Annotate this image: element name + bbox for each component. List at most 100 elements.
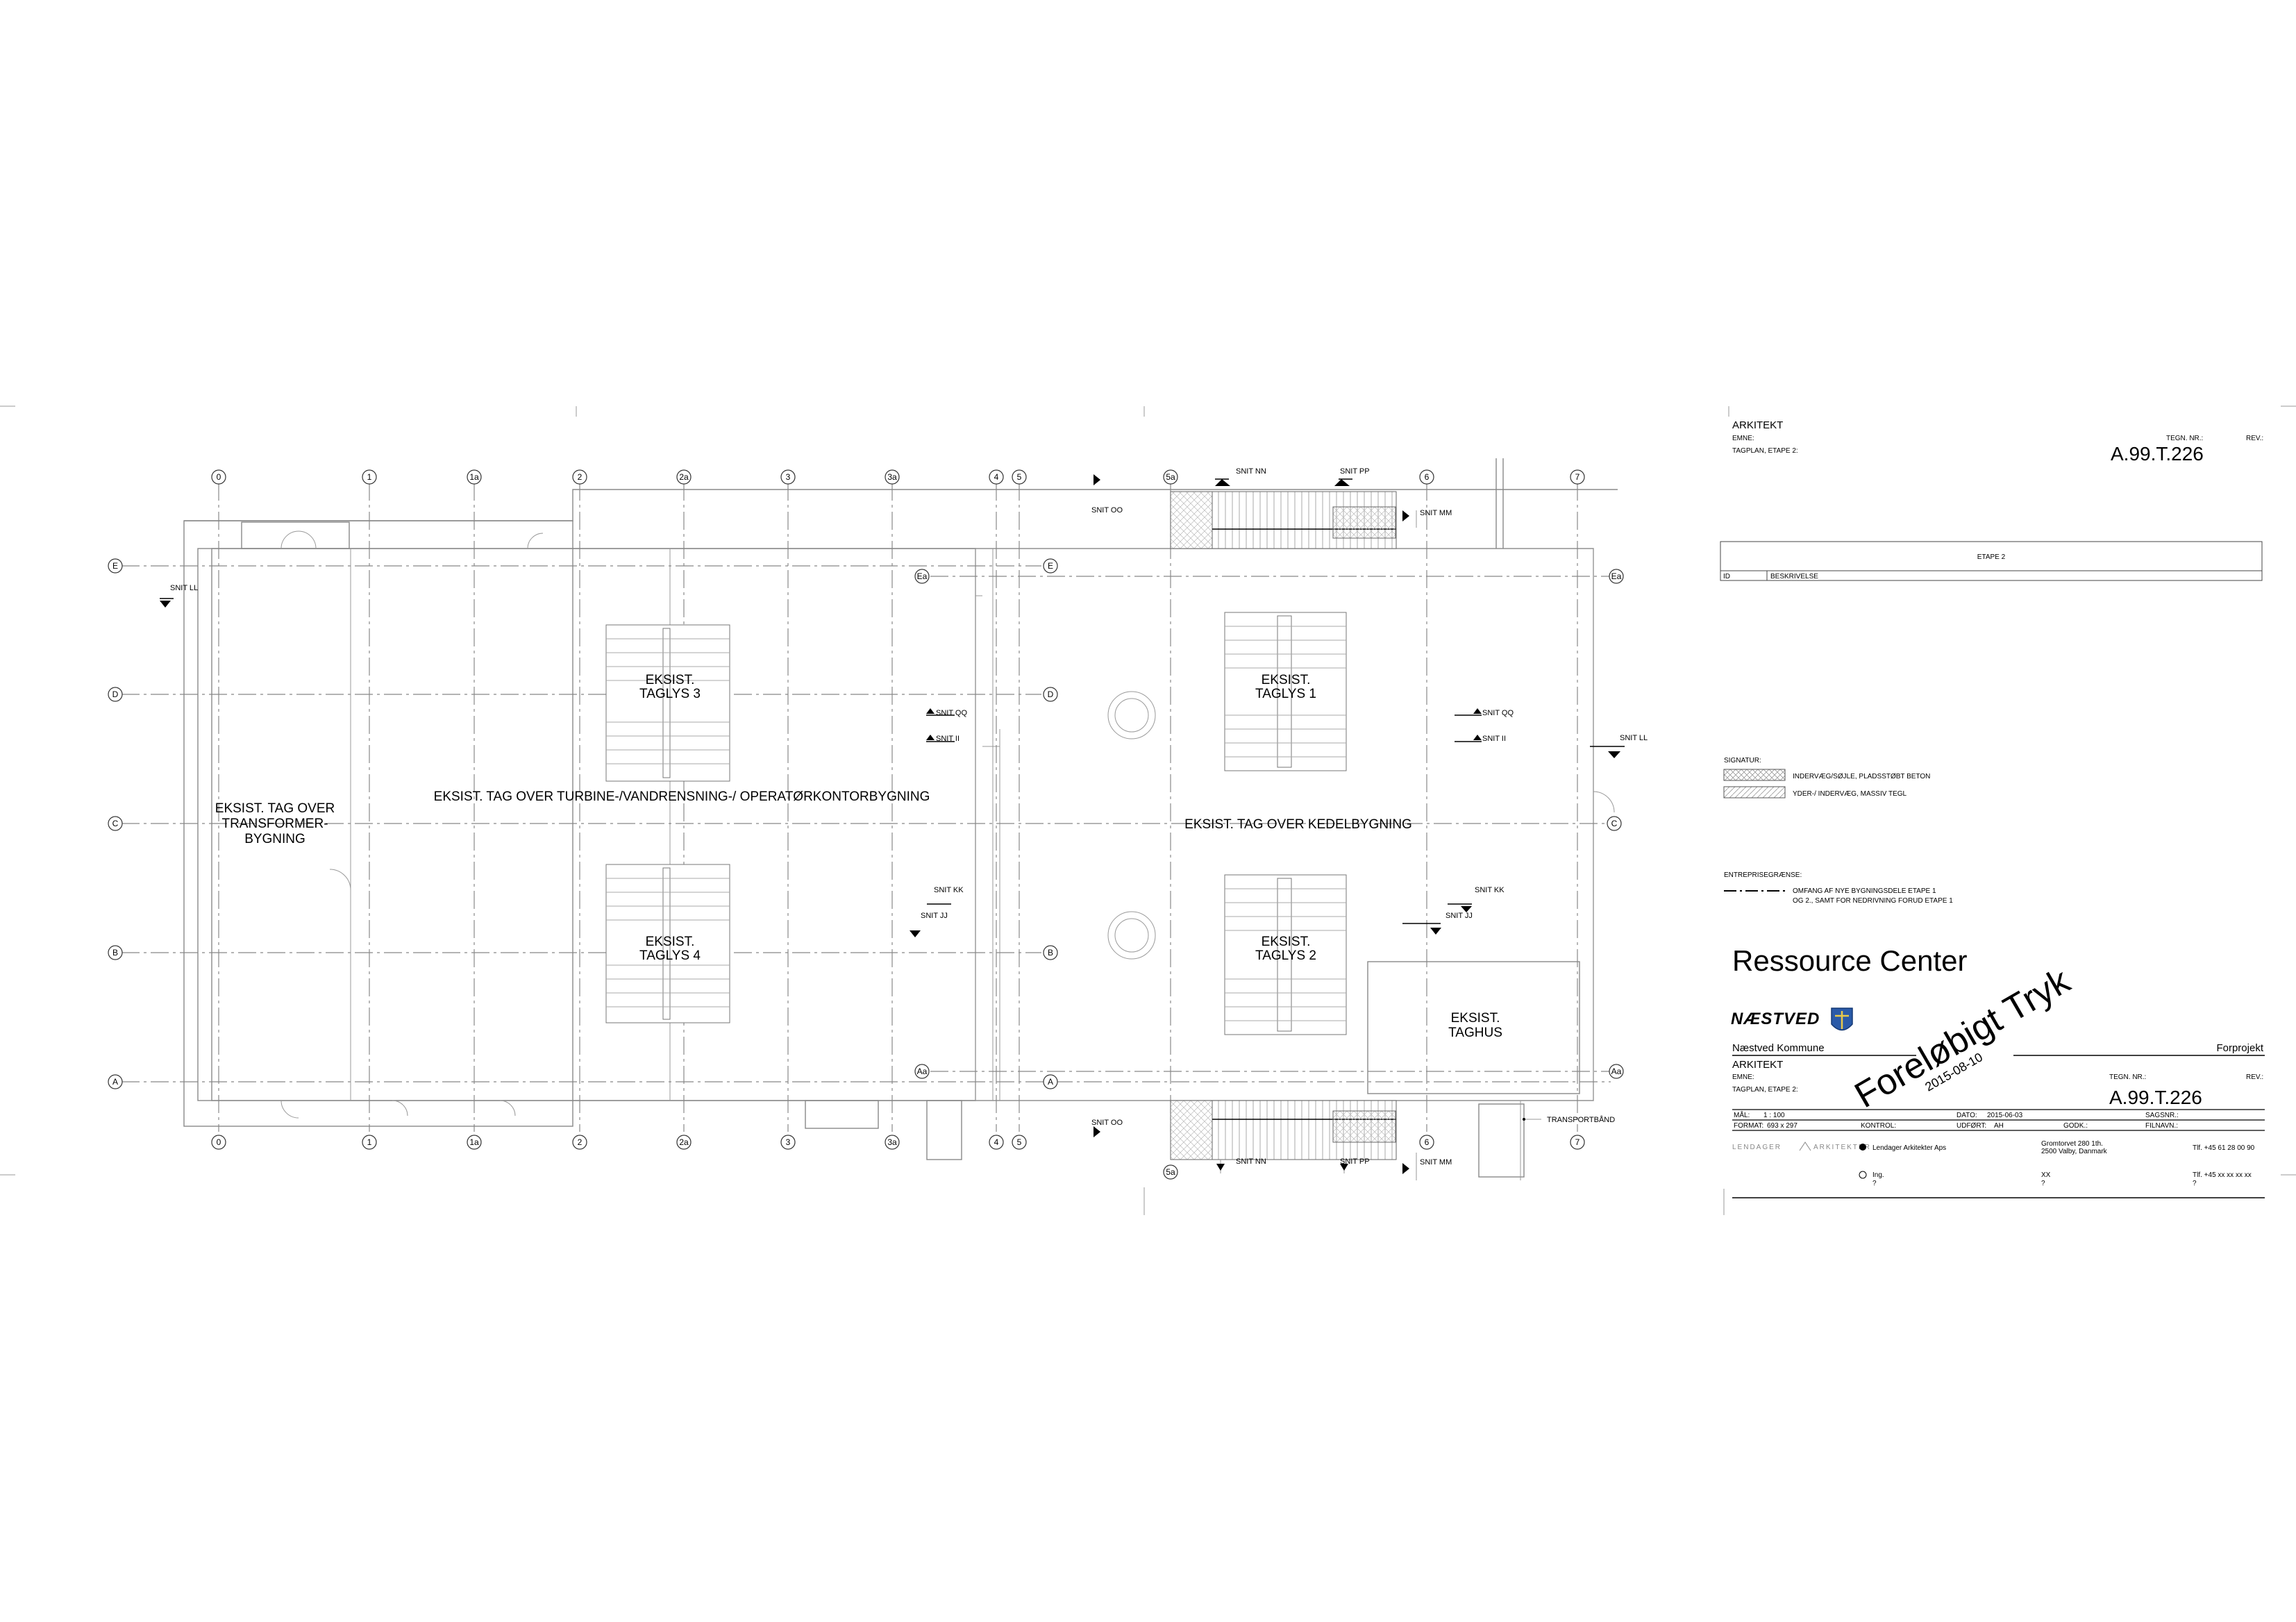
entreprise-legend: ENTREPRISEGRÆNSE: OMFANG AF NYE BYGNINGS… [1724,871,1953,905]
grid-label-7-bottom: 7 [1575,1137,1580,1147]
title-header-bottom: ARKITEKT EMNE: TAGPLAN, ETAPE 2: TEGN. N… [1732,1059,2263,1108]
firm-address-1: Gromtorvet 280 1th. [2041,1140,2103,1148]
emne-label-top: EMNE: [1732,435,1754,442]
logo-wordmark: NÆSTVED [1731,1010,1820,1028]
grid-labels-top: 0 1 1a 2 2a 3 3a 4 5 5a 6 7 [217,472,1580,482]
udfort-label: UDFØRT: [1956,1122,1986,1130]
grid-bubbles-side [108,558,1624,1089]
grid-label-Aa-left: Aa [917,1067,928,1076]
building-outline [183,458,1618,1180]
grid-label-1: 1 [367,472,372,482]
filnavn-label: FILNAVN.: [2145,1122,2178,1130]
sagsnr-label: SAGSNR.: [2145,1112,2179,1119]
taghus-prefix: EKSIST. [1451,1011,1500,1026]
section-qq-left: SNIT QQ [936,709,967,717]
architect-heading-bottom: ARKITEKT [1732,1059,1783,1071]
grid-label-0-bottom: 0 [217,1137,221,1147]
section-kk-right: SNIT KK [1475,886,1505,894]
section-markers [160,474,1625,1180]
drawing-number-bottom: A.99.T.226 [2109,1087,2202,1108]
emne-value-bottom: TAGPLAN, ETAPE 2: [1732,1086,1798,1094]
section-nn-bottom: SNIT NN [1236,1157,1266,1166]
grid-label-2a: 2a [679,472,689,482]
taghus-label: TAGHUS [1448,1026,1502,1040]
emne-label-bottom: EMNE: [1732,1073,1754,1081]
grid-label-3a-bottom: 3a [887,1137,897,1147]
firm-phone: Tlf. +45 61 28 00 90 [2193,1144,2255,1152]
title-header-top: ARKITEKT EMNE: TAGPLAN, ETAPE 2: TEGN. N… [1732,419,2263,465]
grid-label-3: 3 [786,472,791,482]
section-ll-left: SNIT LL [170,584,198,592]
revision-col-description: BESKRIVELSE [1770,573,1818,580]
section-pp-bottom: SNIT PP [1340,1157,1370,1166]
grid-label-D: D [112,689,119,699]
grid-label-4-bottom: 4 [994,1137,999,1147]
godk-label: GODK.: [2063,1122,2088,1130]
skylight-3 [605,624,730,782]
section-oo-bottom: SNIT OO [1091,1119,1123,1127]
rev-label-bottom: REV.: [2246,1073,2263,1081]
revision-table: ETAPE 2 ID BESKRIVELSE [1720,541,2263,581]
transformer-label-line3: BYGNING [244,832,305,846]
format-label: FORMAT: [1734,1122,1763,1130]
section-ii-left: SNIT II [936,735,960,743]
firm-name: Lendager Arkitekter Aps [1872,1144,1946,1152]
section-pp-top: SNIT PP [1340,467,1370,476]
stair-tower-top [1170,491,1397,549]
section-mm-top: SNIT MM [1420,509,1452,517]
grid-label-2: 2 [578,472,583,482]
rev-label-top: REV.: [2246,435,2263,442]
section-nn-top: SNIT NN [1236,467,1266,476]
client-name: Næstved Kommune [1732,1042,1825,1054]
kontrol-label: KONTROL: [1861,1122,1896,1130]
grid-label-A-mid: A [1048,1077,1053,1087]
taglys2-label: TAGLYS 2 [1255,948,1316,963]
section-jj-left: SNIT JJ [921,912,948,920]
section-labels: SNIT LL SNIT OO SNIT OO SNIT NN SNIT PP … [170,467,1648,1167]
grid-labels-bottom: 0 1 1a 2 2a 3 3a 4 5 5a 6 7 [217,1137,1580,1177]
section-kk-left: SNIT KK [934,886,964,894]
section-mm-bottom: SNIT MM [1420,1158,1452,1167]
taglys3-prefix: EKSIST. [646,673,695,687]
grid-label-1-bottom: 1 [367,1137,372,1147]
unselected-bullet-icon [1859,1171,1867,1179]
section-oo-top: SNIT OO [1091,506,1123,515]
entreprise-title: ENTREPRISEGRÆNSE: [1724,871,1802,879]
engineer-address-unknown: ? [2041,1180,2045,1187]
taglys2-prefix: EKSIST. [1262,935,1311,949]
taglys4-label: TAGLYS 4 [639,948,701,963]
firm-info: LENDAGER ARKITEKTER Lendager Arkitekter … [1732,1140,2265,1198]
grid-label-5a: 5a [1166,472,1175,482]
maal-value: 1 : 100 [1763,1112,1785,1119]
grid-label-1a: 1a [469,472,479,482]
grid-label-7: 7 [1575,472,1580,482]
grid-label-E: E [112,561,118,571]
taglys4-prefix: EKSIST. [646,935,695,949]
revision-table-title: ETAPE 2 [1977,553,2006,561]
grid-labels-side: E D C B A E D B A C Ea Ea Aa Aa [112,561,1622,1087]
grid-label-2a-bottom: 2a [679,1137,689,1147]
skylight-4 [605,864,730,1023]
transportbaand-label: TRANSPORTBÅND [1547,1115,1615,1124]
grid-label-B-mid: B [1048,948,1053,958]
section-qq-right: SNIT QQ [1482,709,1514,717]
grid-label-C: C [112,819,119,828]
format-value: 693 x 297 [1767,1122,1798,1130]
taglys1-prefix: EKSIST. [1262,673,1311,687]
grid-label-5-bottom: 5 [1017,1137,1022,1147]
engineer-address: XX [2041,1171,2051,1179]
grid-label-0: 0 [217,472,221,482]
tegn-label-bottom: TEGN. NR.: [2109,1073,2146,1081]
kedel-roof-label: EKSIST. TAG OVER KEDELBYGNING [1184,817,1412,832]
section-ll-right: SNIT LL [1620,734,1648,742]
grid-label-Ea-left: Ea [917,571,928,581]
section-jj-right: SNIT JJ [1446,912,1473,920]
stamp-text: Foreløbigt Tryk [1848,960,2077,1116]
grid-label-C-right: C [1611,819,1618,828]
signatur-legend: SIGNATUR: INDERVÆG/SØJLE, PLADSSTØBT BET… [1723,757,1930,799]
horizontal-grid-axes [121,565,1611,1082]
floor-plan: 0 1 1a 2 2a 3 3a 4 5 5a 6 7 [108,458,1648,1180]
grid-label-3-bottom: 3 [786,1137,791,1147]
info-rows: MÅL: 1 : 100 DATO: 2015-06-03 SAGSNR.: F… [1732,1109,2265,1131]
project-title: Ressource Center [1732,944,1967,977]
